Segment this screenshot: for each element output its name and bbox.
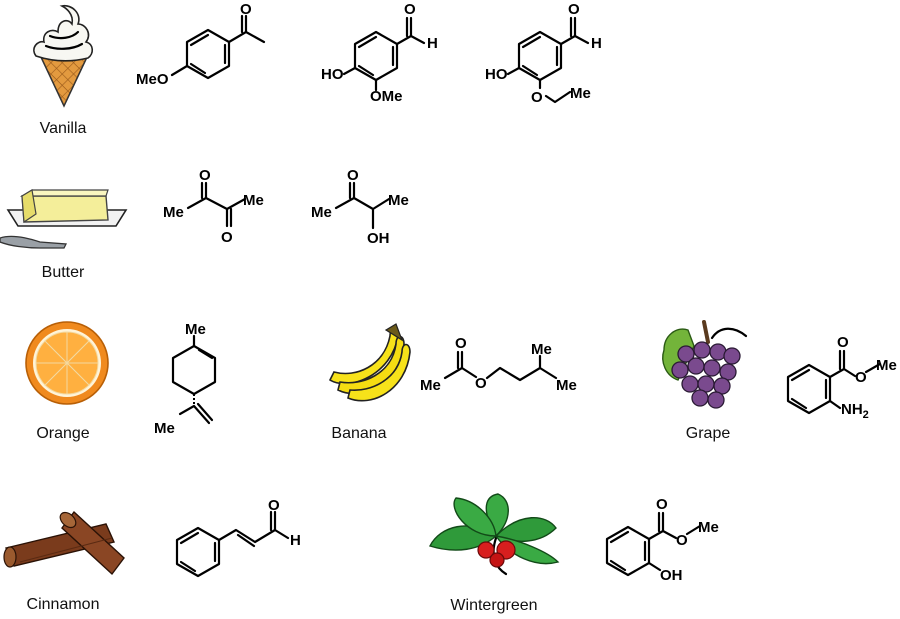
atom-h: H — [290, 532, 301, 549]
caption-vanilla: Vanilla — [40, 120, 87, 137]
butter-dish-icon — [0, 189, 128, 249]
orange-slice-icon — [25, 321, 109, 405]
atom-me: Me — [570, 85, 591, 102]
atom-me: Me — [698, 519, 719, 536]
molecule-vanillin: O H HO OMe — [321, 1, 438, 105]
molecule-ethylvanillin: O H HO O Me — [485, 1, 602, 106]
atom-o: O — [656, 496, 668, 513]
atom-o: O — [240, 1, 252, 18]
atom-me: Me — [556, 377, 577, 394]
atom-me: Me — [388, 192, 409, 209]
atom-o: O — [347, 167, 359, 184]
atom-o: O — [837, 334, 849, 351]
molecule-methoxyacetophenone: O MeO — [136, 1, 266, 88]
molecule-acetoin: O Me Me OH — [311, 167, 409, 247]
atom-me: Me — [243, 192, 264, 209]
atom-o: O — [676, 532, 688, 549]
atom-o: O — [268, 497, 280, 514]
molecule-methyl-salicylate: O O Me OH — [605, 496, 719, 584]
atom-o: O — [568, 1, 580, 18]
atom-me: Me — [876, 357, 897, 374]
atom-o: O — [199, 167, 211, 184]
atom-oh: OH — [367, 230, 390, 247]
ice-cream-cone-icon — [33, 4, 94, 108]
caption-cinnamon: Cinnamon — [27, 596, 100, 613]
atom-oh: OH — [660, 567, 683, 584]
atom-ho: HO — [321, 66, 344, 83]
caption-banana: Banana — [331, 425, 386, 442]
banana-bunch-icon — [328, 323, 411, 402]
molecule-diacetyl: O O Me Me — [163, 167, 264, 246]
molecule-cinnamaldehyde: O H — [175, 497, 301, 578]
atom-me: Me — [185, 321, 206, 338]
grape-bunch-icon — [662, 320, 748, 409]
atom-o: O — [855, 369, 867, 386]
molecule-methyl-anthranilate: O O Me NH2 — [786, 334, 897, 421]
atom-ho: HO — [485, 66, 508, 83]
atom-me: Me — [420, 377, 441, 394]
molecule-limonene: Me Me — [154, 321, 217, 437]
atom-o: O — [531, 89, 543, 106]
caption-orange: Orange — [36, 425, 89, 442]
molecule-isoamyl-acetate: O Me O Me Me — [420, 335, 577, 394]
atom-ome: OMe — [370, 88, 403, 105]
atom-o: O — [221, 229, 233, 246]
atom-me: Me — [163, 204, 184, 221]
wintergreen-plant-icon — [429, 493, 560, 576]
atom-o: O — [475, 375, 487, 392]
atom-me: Me — [311, 204, 332, 221]
atom-h: H — [427, 35, 438, 52]
atom-meo: MeO — [136, 71, 169, 88]
caption-butter: Butter — [42, 264, 85, 281]
atom-nh2: NH2 — [841, 401, 869, 421]
atom-h: H — [591, 35, 602, 52]
atom-me: Me — [531, 341, 552, 358]
atom-o: O — [455, 335, 467, 352]
atom-me: Me — [154, 420, 175, 437]
caption-wintergreen: Wintergreen — [450, 597, 537, 614]
caption-grape: Grape — [686, 425, 731, 442]
atom-o: O — [404, 1, 416, 18]
cinnamon-sticks-icon — [3, 510, 125, 576]
